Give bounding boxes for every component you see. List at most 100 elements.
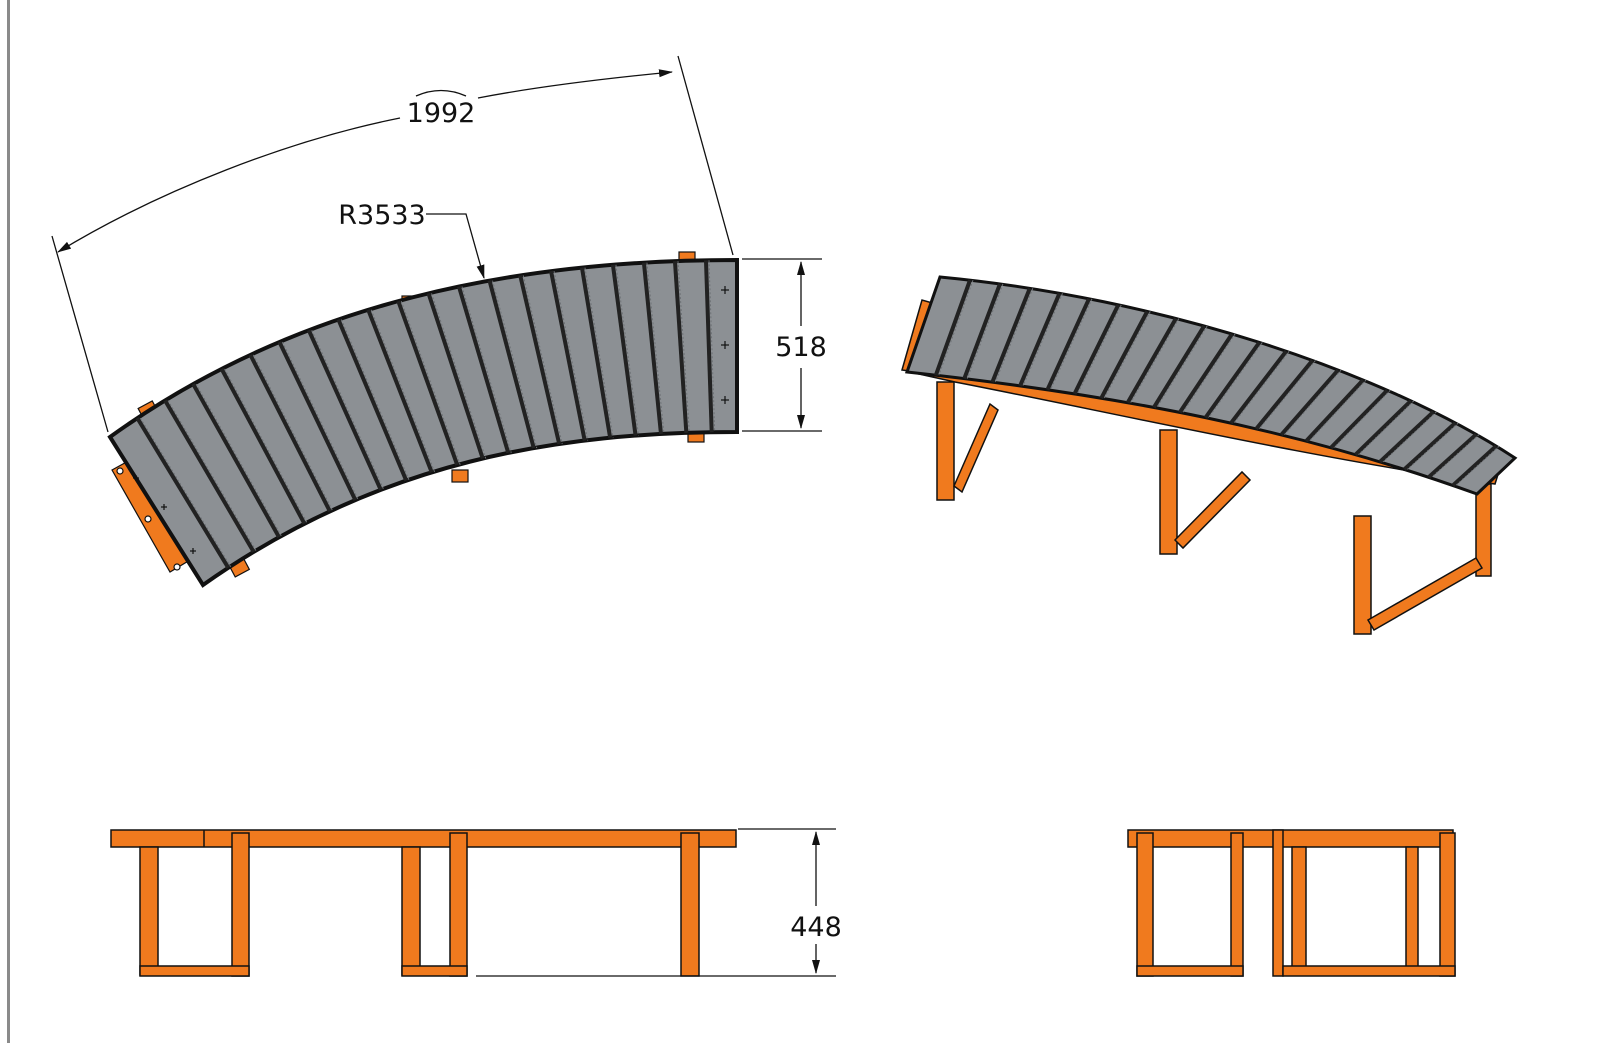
slat-edge [1358,400,1415,456]
slat-gap [1354,399,1413,457]
slat-edge [1103,311,1151,399]
slat-edge [1233,350,1290,424]
side-view [1127,829,1456,977]
slat-edge [994,288,1034,383]
slat-gap [457,285,511,454]
sheet-border [0,0,10,1043]
slat-gap [1427,432,1478,479]
slat-gap [163,399,256,553]
slat-gap [426,292,485,460]
slat-gap [306,329,383,491]
slat-gap [962,283,1002,380]
slat-gap [1329,388,1389,450]
width-dimension [742,258,822,432]
slat-edge [492,280,538,449]
width-label: 518 [775,332,827,363]
arc-length-label: 1992 [407,98,476,129]
slat-edge [1455,445,1500,486]
slat-gap [277,341,358,501]
slat-edge [708,260,716,433]
slat-edge [461,286,512,454]
slat-gap [933,279,972,376]
slat-gap [1152,324,1206,409]
slat-edge [281,341,359,501]
slat-edge [224,368,308,524]
slat-edge [1333,389,1391,449]
front-top-rail [110,829,737,848]
slat-gap [610,264,638,436]
slat-gap [1045,297,1091,391]
slat-edge [522,275,563,445]
slat-edge [1382,411,1437,463]
slat-gap [1178,332,1234,414]
slat-edge [938,280,974,376]
slat-edge [139,417,232,569]
slat-gap [191,383,281,539]
front-view [110,829,737,977]
slat-edge [431,293,487,459]
slat-edge [553,271,589,441]
slat-edge [370,309,436,473]
height-dimension [476,828,836,977]
slat-gap [641,262,663,435]
slat-gap [1203,341,1262,419]
slat-gap [990,287,1032,383]
slat-edge [252,354,334,512]
slat-gap [1018,292,1062,387]
slat-edge [400,300,461,466]
slat-edge [1208,342,1263,418]
arc-length-dimension [51,55,734,433]
slat-gap [487,280,536,449]
slat-gap [396,300,460,466]
slat-edge [340,319,410,481]
top-view-slats [135,260,716,569]
slat-edge [677,261,690,433]
slat-edge [1258,360,1316,430]
isometric-view [901,275,1518,635]
slat-gap [1099,310,1150,400]
slat-gap [672,261,689,433]
slat-edge [167,400,258,553]
slat-edge [1077,304,1122,395]
top-view-fastener-marks [133,286,729,554]
slat-edge [966,283,1004,379]
slat-edge [1407,422,1459,470]
top-view: 1992 R3533 518 [51,55,827,588]
slat-gap [549,270,587,441]
slat-gap [1072,303,1121,395]
slat-edge [1022,293,1063,387]
slat-gap [1451,444,1498,487]
slat-edge [584,267,614,438]
top-view-deck [107,257,739,588]
slat-edge [646,262,665,434]
slat-edge [311,330,385,490]
height-label: 448 [790,912,842,943]
slat-gap [1279,368,1340,437]
slat-gap [1229,349,1288,425]
radius-leader [426,213,485,279]
iso-deck [904,275,1518,496]
slat-gap [366,309,434,474]
slat-gap [336,318,409,482]
slat-gap [579,267,613,439]
slat-gap [518,274,562,445]
slat-edge [1050,298,1093,390]
slat-gap [135,417,231,569]
slat-edge [195,383,283,538]
slat-edge [1431,434,1480,478]
slat-edge [615,264,640,436]
iso-slats [933,279,1500,487]
slat-edge [1308,379,1367,442]
slat-gap [1254,359,1315,431]
slat-gap [1125,317,1178,404]
slat-edge [1130,318,1180,403]
slat-gap [1304,378,1365,443]
slat-gap [1378,410,1435,464]
slat-gap [219,367,307,525]
slat-gap [703,260,714,433]
slat-gap [1402,421,1457,471]
radius-label: R3533 [338,200,425,231]
slat-gap [248,353,332,513]
